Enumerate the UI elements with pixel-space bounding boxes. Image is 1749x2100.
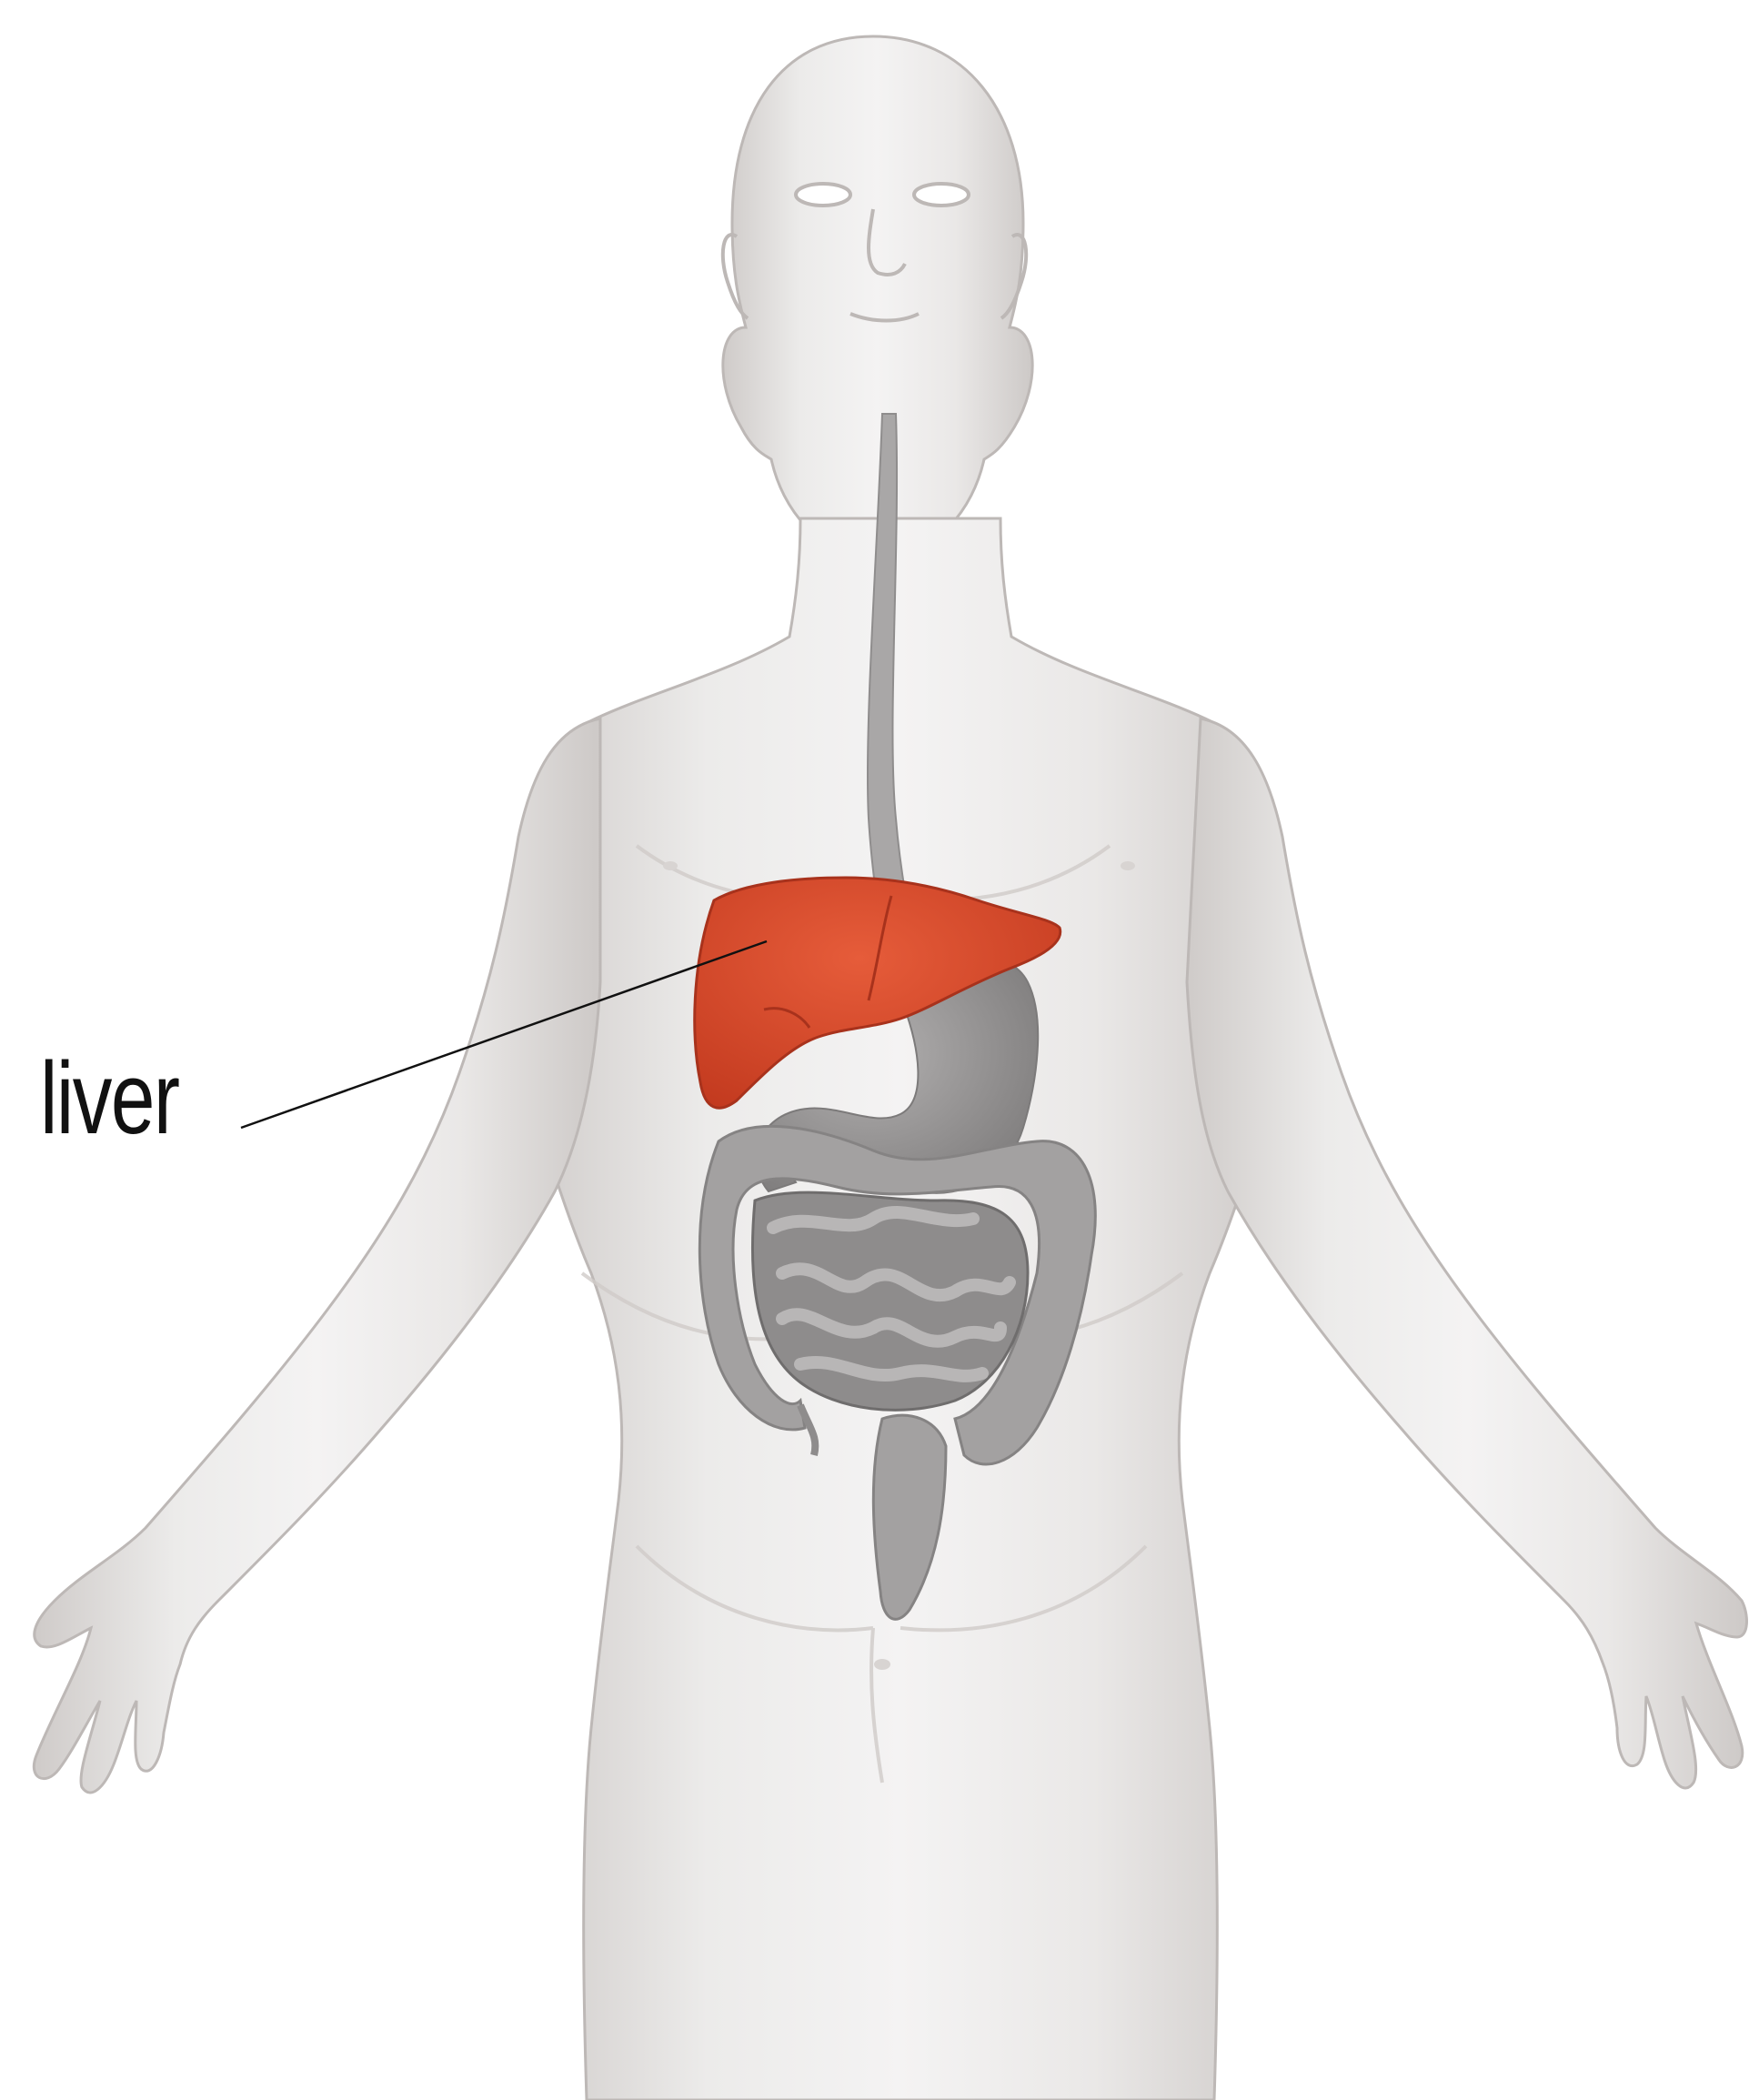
label-liver: liver [40, 1048, 178, 1150]
body-silhouette [34, 36, 1746, 2100]
